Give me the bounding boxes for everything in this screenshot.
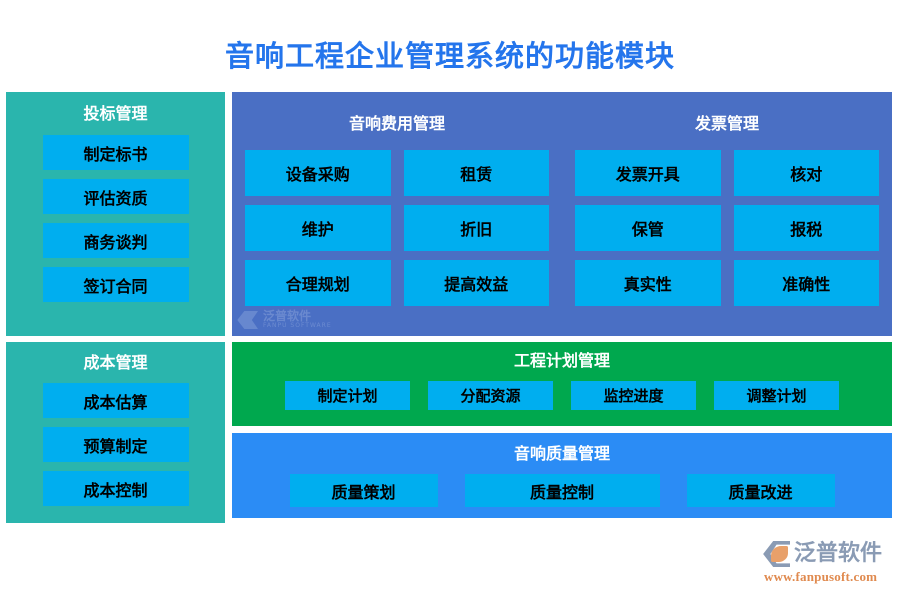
fanpu-logo-icon bbox=[762, 541, 790, 567]
cost-item-2[interactable]: 成本控制 bbox=[42, 471, 189, 506]
audio-expense-item-grid: 设备采购 租赁 维护 折旧 合理规划 提高效益 bbox=[232, 150, 562, 306]
cost-item-1[interactable]: 预算制定 bbox=[42, 427, 189, 462]
panel-plan-title: 工程计划管理 bbox=[513, 351, 610, 370]
quality-item-2[interactable]: 质量改进 bbox=[686, 474, 835, 507]
plan-item-0[interactable]: 制定计划 bbox=[285, 381, 410, 410]
plan-item-1[interactable]: 分配资源 bbox=[428, 381, 553, 410]
invoice-item-grid: 发票开具 核对 保管 报税 真实性 准确性 bbox=[562, 150, 892, 306]
subpanel-audio-expense-management: 音响费用管理 设备采购 租赁 维护 折旧 合理规划 提高效益 bbox=[232, 92, 562, 336]
audio-expense-item-4[interactable]: 合理规划 bbox=[245, 260, 391, 306]
panel-bidding-title: 投标管理 bbox=[83, 104, 148, 123]
plan-item-3[interactable]: 调整计划 bbox=[714, 381, 839, 410]
invoice-item-4[interactable]: 真实性 bbox=[575, 260, 721, 306]
invoice-item-2[interactable]: 保管 bbox=[575, 205, 721, 251]
audio-expense-item-1[interactable]: 租赁 bbox=[403, 150, 549, 196]
subpanel-invoice-title: 发票管理 bbox=[694, 114, 759, 133]
invoice-item-0[interactable]: 发票开具 bbox=[575, 150, 721, 196]
quality-item-list: 质量策划 质量控制 质量改进 bbox=[232, 474, 892, 507]
panel-finance-management: 音响费用管理 设备采购 租赁 维护 折旧 合理规划 提高效益 发票管理 发票开具… bbox=[232, 92, 892, 336]
panel-project-plan-management: 工程计划管理 制定计划 分配资源 监控进度 调整计划 bbox=[232, 342, 892, 426]
cost-item-list: 成本估算 预算制定 成本控制 bbox=[6, 383, 225, 506]
bidding-item-2[interactable]: 商务谈判 bbox=[42, 223, 189, 258]
invoice-item-1[interactable]: 核对 bbox=[733, 150, 879, 196]
invoice-item-5[interactable]: 准确性 bbox=[733, 260, 879, 306]
brand-logo-top: 泛普软件 bbox=[762, 539, 882, 569]
audio-expense-item-5[interactable]: 提高效益 bbox=[403, 260, 549, 306]
panel-bidding-management: 投标管理 制定标书 评估资质 商务谈判 签订合同 bbox=[6, 92, 225, 336]
page-title: 音响工程企业管理系统的功能模块 bbox=[224, 39, 675, 73]
plan-item-2[interactable]: 监控进度 bbox=[571, 381, 696, 410]
brand-name: 泛普软件 bbox=[794, 541, 883, 566]
cost-item-0[interactable]: 成本估算 bbox=[42, 383, 189, 418]
plan-item-list: 制定计划 分配资源 监控进度 调整计划 bbox=[232, 381, 892, 410]
brand-url: www.fanpusoft.com bbox=[764, 569, 878, 584]
panel-cost-title: 成本管理 bbox=[83, 353, 148, 372]
bidding-item-list: 制定标书 评估资质 商务谈判 签订合同 bbox=[6, 135, 225, 302]
invoice-item-3[interactable]: 报税 bbox=[733, 205, 879, 251]
audio-expense-item-0[interactable]: 设备采购 bbox=[245, 150, 391, 196]
panel-quality-title: 音响质量管理 bbox=[513, 444, 610, 463]
panel-cost-management: 成本管理 成本估算 预算制定 成本控制 bbox=[6, 342, 225, 523]
brand-logo: 泛普软件 www.fanpusoft.com bbox=[762, 539, 894, 589]
audio-expense-item-2[interactable]: 维护 bbox=[245, 205, 391, 251]
quality-item-0[interactable]: 质量策划 bbox=[289, 474, 438, 507]
subpanel-audio-expense-title: 音响费用管理 bbox=[348, 114, 445, 133]
subpanel-invoice-management: 发票管理 发票开具 核对 保管 报税 真实性 准确性 bbox=[562, 92, 892, 336]
quality-item-1[interactable]: 质量控制 bbox=[464, 474, 660, 507]
audio-expense-item-3[interactable]: 折旧 bbox=[403, 205, 549, 251]
bidding-item-0[interactable]: 制定标书 bbox=[42, 135, 189, 170]
panel-audio-quality-management: 音响质量管理 质量策划 质量控制 质量改进 bbox=[232, 433, 892, 518]
bidding-item-1[interactable]: 评估资质 bbox=[42, 179, 189, 214]
bidding-item-3[interactable]: 签订合同 bbox=[42, 267, 189, 302]
